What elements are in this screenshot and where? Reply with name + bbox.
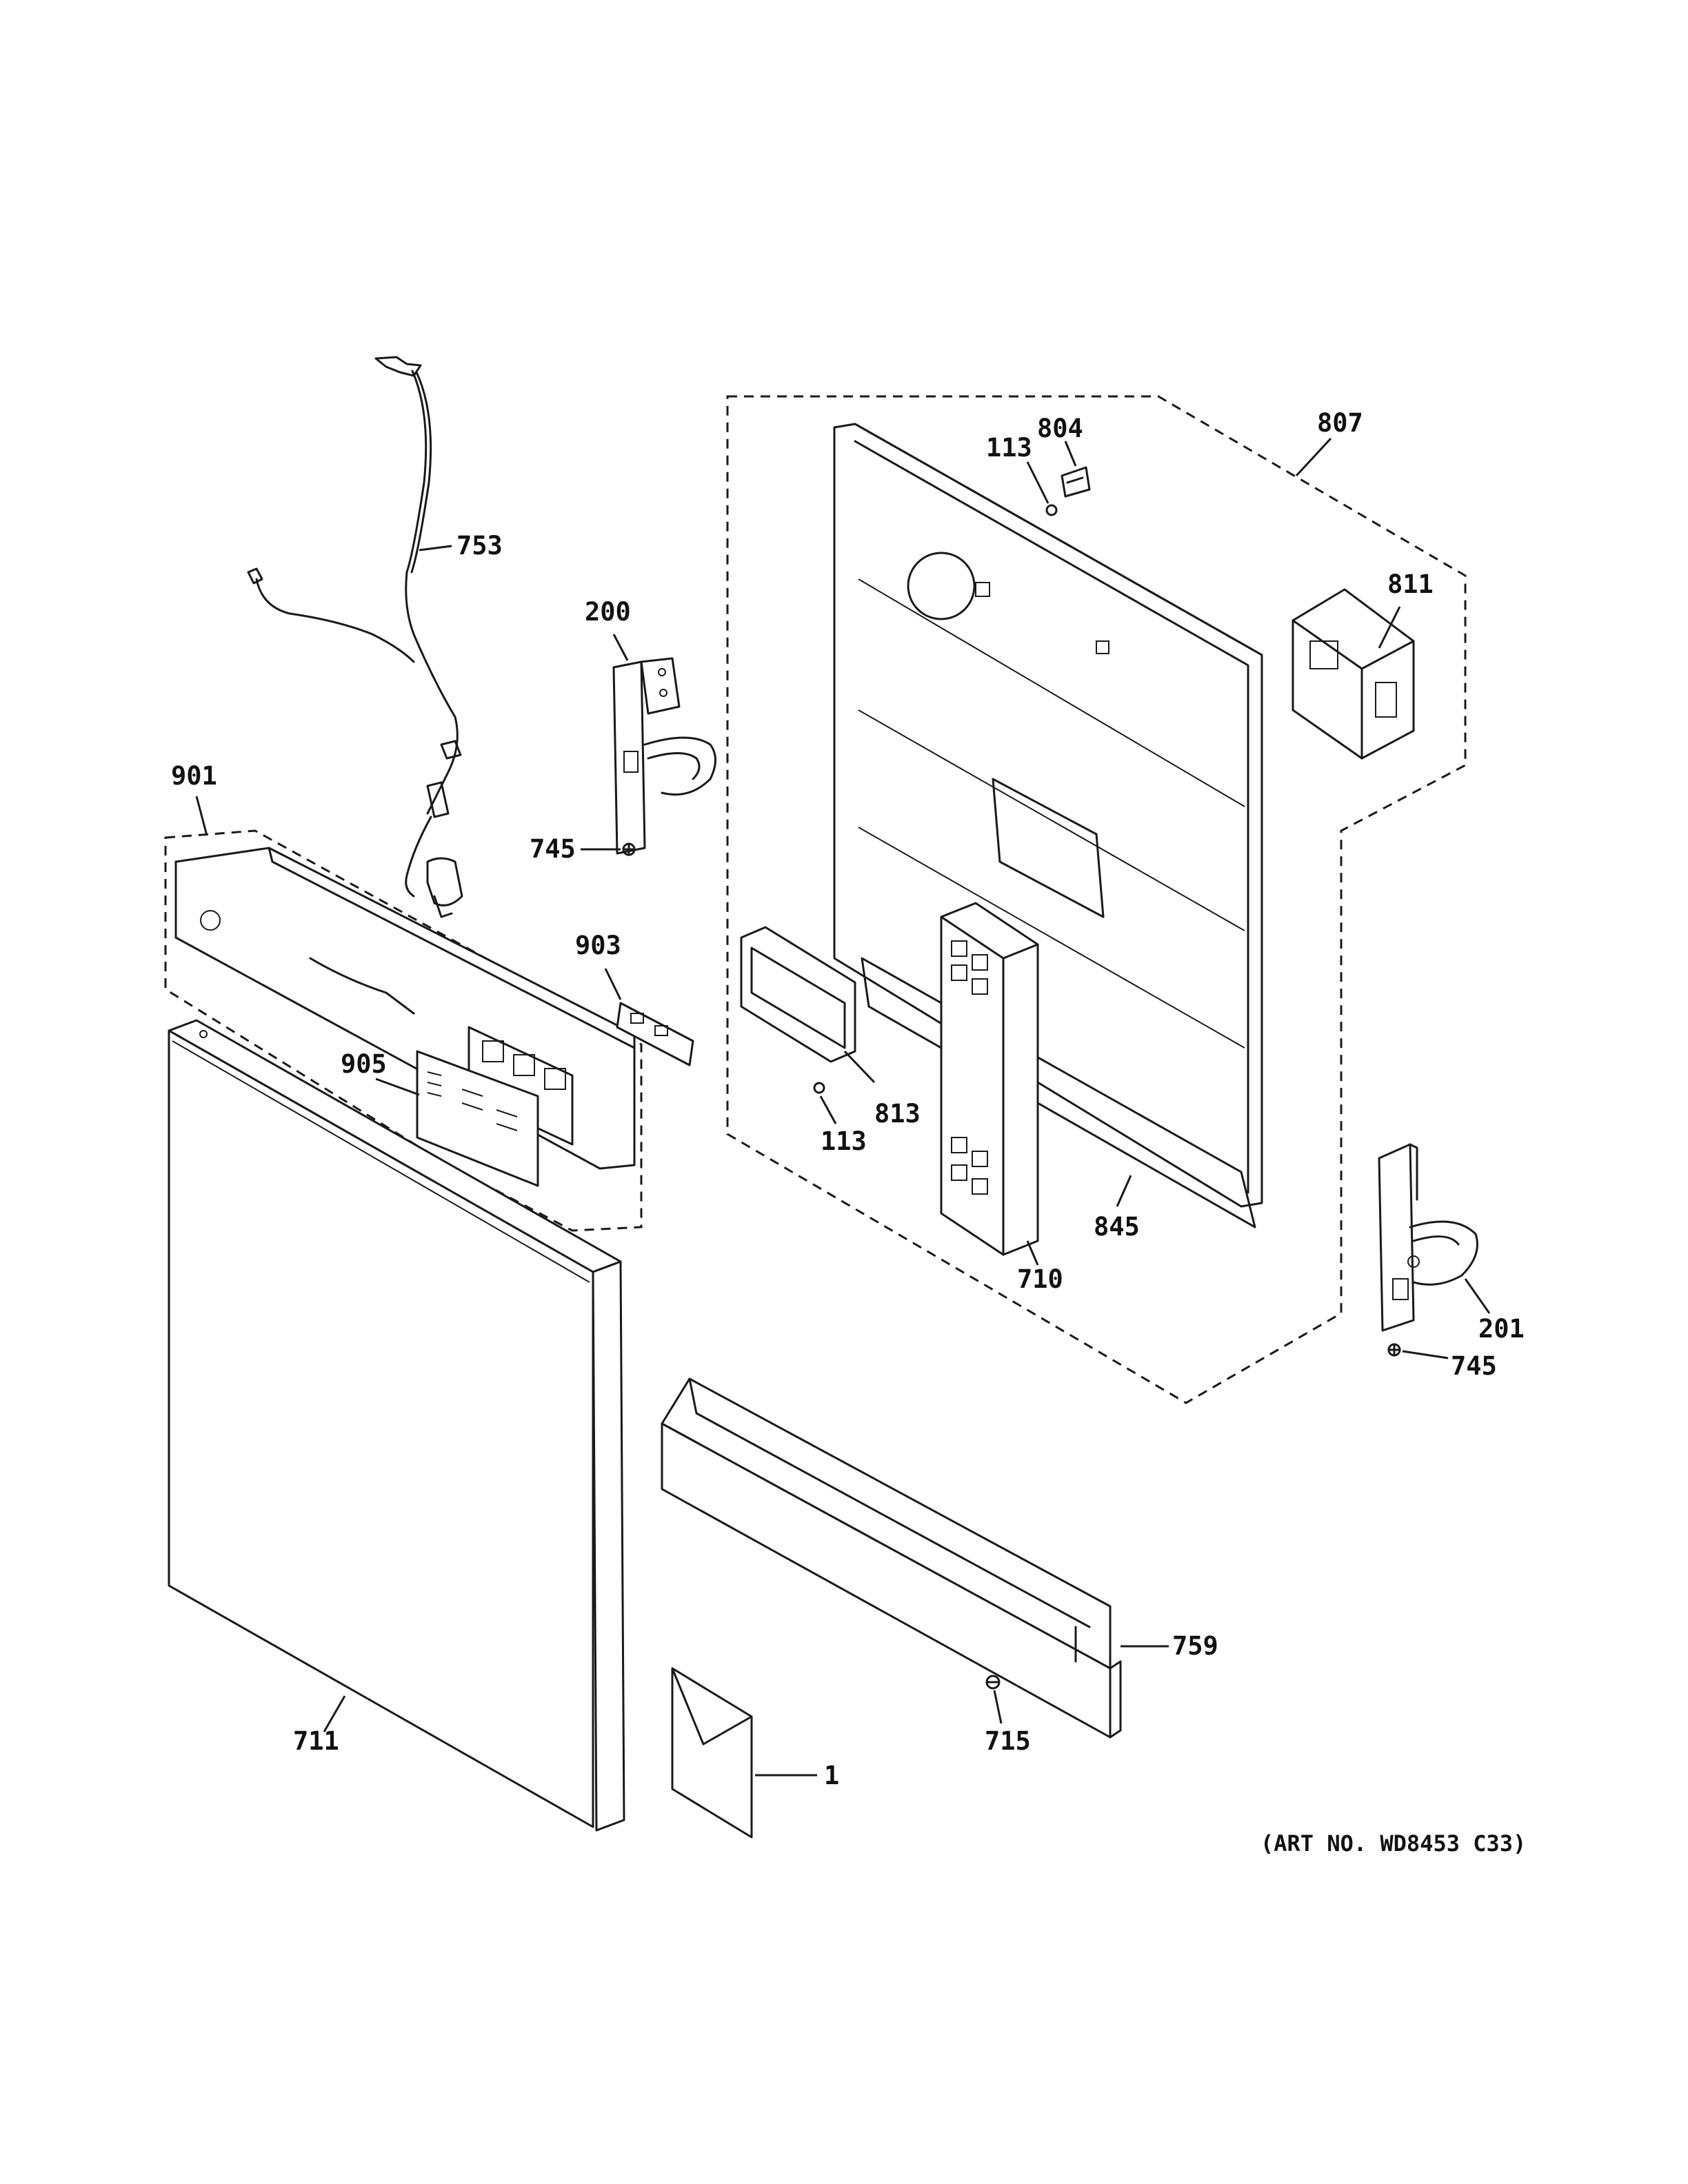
hinge-201 [1378,1143,1478,1332]
leader-804 [1064,441,1077,467]
callout-710: 710 [1017,1264,1063,1294]
leader-711 [323,1695,346,1732]
leader-113-top [1026,461,1049,504]
outer-door-panel-711 [168,1019,625,1832]
control-overlay-905 [416,1050,539,1187]
leader-905 [375,1078,420,1096]
callout-1: 1 [824,1761,839,1790]
callout-807: 807 [1317,408,1363,438]
leader-813 [843,1050,876,1084]
screw-715 [985,1675,1001,1690]
shipping-block-710 [940,902,1039,1256]
leader-201 [1464,1278,1491,1314]
art-number: (ART NO. WD8453 C33) [1260,1830,1526,1857]
callout-745-right: 745 [1451,1351,1497,1381]
callout-811: 811 [1387,569,1434,599]
gasket-cover-813 [740,926,856,1063]
wire-harness-753 [247,356,463,918]
callout-113-top: 113 [986,433,1032,463]
callout-804: 804 [1037,414,1083,443]
screw-745-right [1387,1343,1401,1357]
leader-710 [1026,1240,1039,1266]
screw-745-left [622,842,636,856]
hinge-200 [612,657,716,855]
callout-201: 201 [1478,1314,1525,1344]
callout-715: 715 [985,1726,1031,1756]
callout-759: 759 [1172,1631,1218,1661]
literature-envelope-1 [671,1667,753,1839]
leader-745-right [1402,1350,1449,1359]
leader-845 [1116,1175,1132,1207]
leader-811 [1378,606,1401,649]
callout-905: 905 [341,1049,387,1079]
screw-113-top [1045,504,1058,516]
leader-807 [1295,437,1332,477]
callout-113-bottom: 113 [821,1126,867,1156]
bottom-trim-759 [661,1377,1122,1739]
leader-715 [993,1690,1003,1724]
callout-845: 845 [1094,1212,1140,1242]
bracket-804 [1061,466,1091,498]
callout-753: 753 [456,531,503,560]
callout-903: 903 [575,931,621,960]
callout-200: 200 [585,597,631,627]
inner-door-assembly-807 [726,395,1467,1404]
leader-753 [419,545,452,552]
leader-903 [604,968,622,1000]
screw-113-bottom [813,1082,825,1094]
callout-813: 813 [874,1099,921,1129]
leader-901 [195,796,208,836]
leader-113-bottom [819,1095,837,1124]
leader-200 [612,634,629,661]
callout-901: 901 [171,761,217,791]
callout-711: 711 [293,1726,339,1756]
callout-745-left: 745 [530,834,576,864]
control-board-903 [616,1002,694,1066]
detergent-dispenser-811 [1292,588,1415,760]
